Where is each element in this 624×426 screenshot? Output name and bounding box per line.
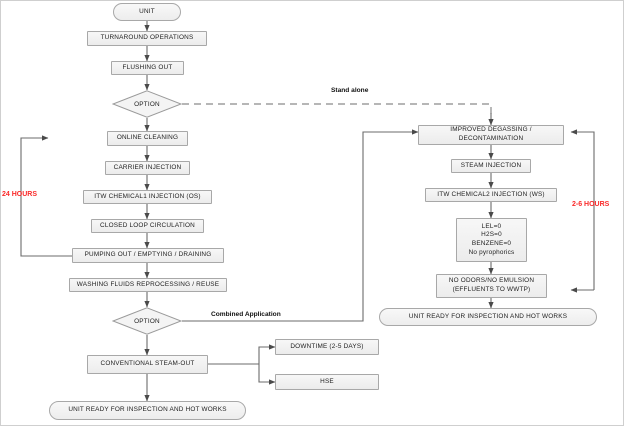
edge-branch-downtime [258,344,276,364]
node-conventional-steam-out-label: CONVENTIONAL STEAM-OUT [100,360,195,368]
node-criteria-line-4: No pyrophorics [468,248,515,256]
node-pumping-out-label: PUMPING OUT / EMPTYING / DRAINING [84,251,212,259]
node-option-top[interactable]: OPTION [112,90,182,118]
diamond-shape-bottom [112,307,182,335]
node-improved-degassing[interactable]: IMPROVED DEGASSING / DECONTAMINATION [418,125,564,145]
node-option-bottom-label: OPTION [134,317,160,325]
node-criteria[interactable]: LEL=0 H2S=0 BENZENE=0 No pyrophorics [456,218,527,262]
node-itw-chemical1-injection[interactable]: ITW CHEMICAL1 INJECTION (OS) [83,190,212,204]
node-unit-ready-right[interactable]: UNIT READY FOR INSPECTION AND HOT WORKS [379,308,597,326]
edge-branch-hse [258,364,276,385]
node-criteria-line-1: LEL=0 [481,222,502,230]
node-unit[interactable]: UNIT [113,3,181,21]
node-turnaround-operations-label: TURNAROUND OPERATIONS [100,34,194,42]
node-turnaround-operations[interactable]: TURNAROUND OPERATIONS [87,31,207,46]
node-itw-chemical2-injection[interactable]: ITW CHEMICAL2 INJECTION (WS) [425,188,557,202]
time-label-2-6-hours: 2-6 HOURS [572,201,610,208]
node-downtime-label: DOWNTIME (2-5 DAYS) [290,342,364,350]
node-steam-injection[interactable]: STEAM INJECTION [451,159,531,173]
node-steam-injection-label: STEAM INJECTION [460,161,522,169]
node-unit-ready-right-label: UNIT READY FOR INSPECTION AND HOT WORKS [408,312,568,320]
node-carrier-injection[interactable]: CARRIER INJECTION [105,161,190,175]
edge-right-cycle-loop-top [570,129,595,290]
node-pumping-out[interactable]: PUMPING OUT / EMPTYING / DRAINING [72,248,224,263]
node-closed-loop-circulation-label: CLOSED LOOP CIRCULATION [100,221,195,229]
node-criteria-line-2: H2S=0 [481,231,502,239]
node-no-odors-line-2: (EFFLUENTS TO WWTP) [452,286,531,293]
node-online-cleaning-label: ONLINE CLEANING [116,134,179,142]
node-criteria-line-3: BENZENE=0 [471,240,512,247]
node-downtime[interactable]: DOWNTIME (2-5 DAYS) [275,339,379,355]
node-itw-chemical2-injection-label: ITW CHEMICAL2 INJECTION (WS) [437,190,545,198]
node-improved-degassing-line-1: IMPROVED DEGASSING / [450,126,532,134]
edge-combined-application [182,129,419,322]
node-flushing-out[interactable]: FLUSHING OUT [111,61,184,75]
edge-label-combined-application: Combined Application [211,311,281,318]
node-no-odors-line-1: NO ODORS/NO EMULSION [448,277,535,285]
node-hse[interactable]: HSE [275,374,379,390]
edge-label-stand-alone: Stand alone [331,87,369,94]
node-washing-fluids-reprocessing-label: WASHING FLUIDS REPROCESSING / REUSE [76,280,220,288]
node-improved-degassing-line-2: DECONTAMINATION [458,135,524,142]
node-unit-label: UNIT [139,7,155,15]
node-closed-loop-circulation[interactable]: CLOSED LOOP CIRCULATION [91,219,204,233]
node-option-top-label: OPTION [134,100,160,108]
node-option-bottom[interactable]: OPTION [112,307,182,335]
node-itw-chemical1-injection-label: ITW CHEMICAL1 INJECTION (OS) [94,192,201,200]
node-washing-fluids-reprocessing[interactable]: WASHING FLUIDS REPROCESSING / REUSE [69,278,227,292]
node-unit-ready-left[interactable]: UNIT READY FOR INSPECTION AND HOT WORKS [49,401,246,420]
node-carrier-injection-label: CARRIER INJECTION [113,163,182,171]
node-conventional-steam-out[interactable]: CONVENTIONAL STEAM-OUT [87,355,208,374]
node-no-odors-no-emulsion[interactable]: NO ODORS/NO EMULSION (EFFLUENTS TO WWTP) [436,274,547,298]
time-label-24-hours: 24 HOURS [2,191,38,198]
node-unit-ready-left-label: UNIT READY FOR INSPECTION AND HOT WORKS [68,406,227,414]
diamond-shape-top [112,90,182,118]
node-flushing-out-label: FLUSHING OUT [122,63,173,71]
node-online-cleaning[interactable]: ONLINE CLEANING [107,131,188,146]
edge-stand-alone [182,103,492,119]
node-hse-label: HSE [320,377,334,385]
